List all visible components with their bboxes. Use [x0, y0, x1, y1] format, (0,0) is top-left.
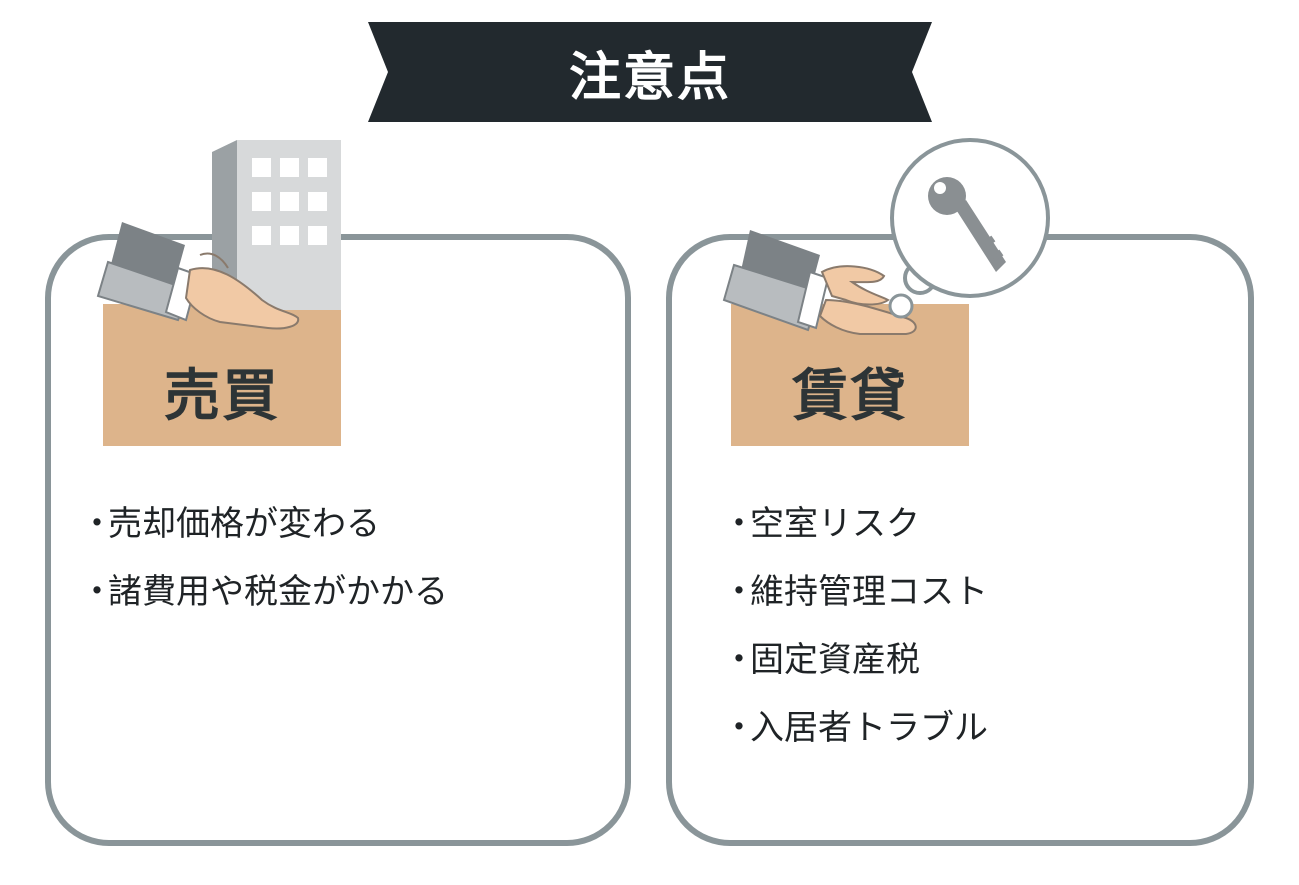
- title-banner: 注意点: [368, 22, 932, 122]
- list-item: ・空室リスク: [722, 490, 988, 558]
- sale-caution-list: ・売却価格が変わる ・諸費用や税金がかかる: [80, 490, 448, 626]
- list-item: ・固定資産税: [722, 626, 988, 694]
- sale-label: 売買: [164, 364, 280, 429]
- page-title: 注意点: [568, 47, 731, 108]
- ribbon-shape: [368, 22, 932, 122]
- bullet-marker: ・: [722, 572, 756, 612]
- bullet-marker: ・: [80, 504, 114, 544]
- rental-caution-list: ・空室リスク ・維持管理コスト ・固定資産税 ・入居者トラブル: [722, 490, 988, 762]
- rental-label: 賃貸: [792, 364, 908, 429]
- hand-receiving-key-icon: [722, 138, 1050, 335]
- list-item: ・売却価格が変わる: [80, 490, 448, 558]
- sale-label-box: 売買: [103, 304, 341, 446]
- bullet-marker: ・: [722, 504, 756, 544]
- bullet-marker: ・: [722, 708, 756, 748]
- bullet-marker: ・: [722, 640, 756, 680]
- hand-receiving-building-icon: [96, 140, 341, 330]
- list-item: ・諸費用や税金がかかる: [80, 558, 448, 626]
- list-item: ・維持管理コスト: [722, 558, 988, 626]
- list-item: ・入居者トラブル: [722, 694, 988, 762]
- bullet-marker: ・: [80, 572, 114, 612]
